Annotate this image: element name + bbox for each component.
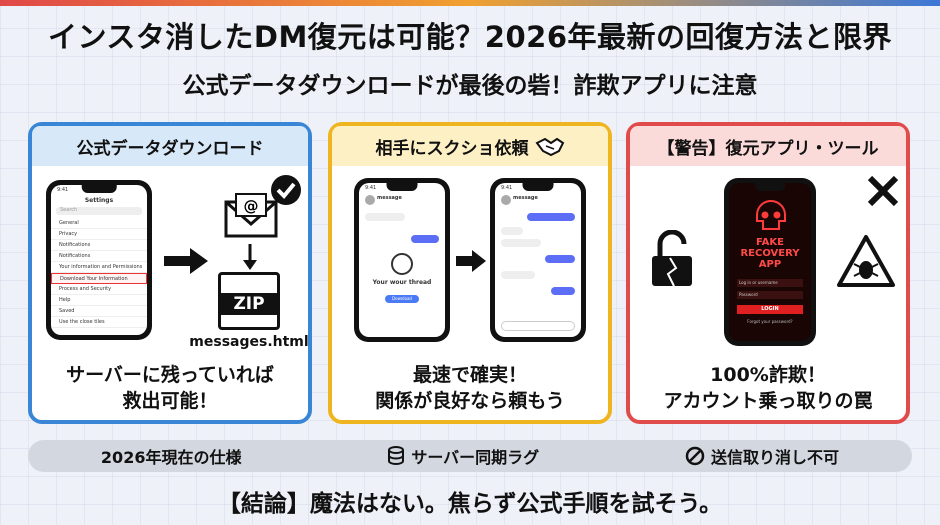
- right-arrow-icon: [456, 250, 486, 272]
- phone-time: 9:41: [365, 185, 377, 191]
- zip-file-icon: ZIP: [218, 272, 280, 330]
- zip-label: ZIP: [221, 293, 277, 315]
- message-bubble: [551, 287, 575, 295]
- down-arrow-icon: [243, 244, 257, 270]
- card-caption: 最速で確実！ 関係が良好なら頼もう: [332, 362, 608, 414]
- prohibited-icon: [685, 446, 705, 466]
- phone-time: 9:41: [501, 185, 513, 191]
- skull-icon: [756, 199, 786, 230]
- conclusion-text: 【結論】魔法はない。焦らず公式手順を試そう。: [217, 491, 723, 517]
- info-item-label: 送信取り消し不可: [711, 448, 840, 467]
- caption-line-2: 関係が良好なら頼もう: [375, 390, 565, 412]
- card-heading: 【警告】復元アプリ・ツール: [630, 126, 906, 166]
- caption-line-2: 救出可能！: [122, 390, 218, 412]
- login-button[interactable]: LOGIN: [737, 305, 803, 314]
- username-field[interactable]: Log in or username: [737, 279, 803, 287]
- empty-thread-title: Your wour thread: [372, 279, 432, 286]
- card-screenshot-request: 相手にスクショ依頼 9:41 messagе Your wour thread …: [328, 122, 612, 424]
- card-caption: サーバーに残っていれば 救出可能！: [32, 362, 308, 414]
- phone-settings: 9:41 Settings Search General Privacy Not…: [46, 180, 152, 340]
- settings-row[interactable]: Saved: [51, 306, 147, 317]
- phone-screen: 9:41 Settings Search General Privacy Not…: [51, 185, 147, 335]
- phone-chat-thread: 9:41 messagе: [490, 178, 586, 342]
- settings-row[interactable]: Privacy: [51, 229, 147, 240]
- message-bubble: [501, 227, 523, 235]
- settings-row[interactable]: Help: [51, 295, 147, 306]
- card-official-download: 公式データダウンロード 9:41 Settings Search General…: [28, 122, 312, 424]
- settings-search[interactable]: Search: [56, 207, 142, 215]
- info-item-sync-lag: サーバー同期ラグ: [387, 444, 539, 468]
- download-button[interactable]: Download: [385, 295, 419, 303]
- settings-row-download-highlight[interactable]: Download Your Information: [51, 273, 147, 284]
- email-envelope-icon: @: [224, 193, 278, 238]
- chat-username: messagе: [513, 195, 538, 201]
- top-accent-bar: [0, 0, 940, 6]
- file-name: messages.html: [189, 334, 309, 350]
- card-caption: 100%詐欺！ アカウント乗っ取りの罠: [630, 362, 906, 414]
- phone-notch: [81, 185, 117, 193]
- info-bar: 2026年現在の仕様 サーバー同期ラグ 送信取り消し不可: [28, 440, 912, 472]
- caption-line-1: サーバーに残っていれば: [66, 364, 274, 386]
- avatar: [365, 195, 375, 205]
- handshake-icon: [534, 137, 564, 157]
- forgot-password-link[interactable]: Forgot your password?: [747, 319, 793, 324]
- card-warning-apps: 【警告】復元アプリ・ツール FAKE RECOVERY APP Log in o…: [626, 122, 910, 424]
- phone-time: 9:41: [57, 187, 69, 193]
- page-title: インスタ消したDM復元は可能？2026年最新の回復方法と限界: [47, 20, 893, 54]
- broken-lock-icon: [652, 230, 692, 287]
- right-arrow-icon: [164, 248, 208, 274]
- phone-fake-app: FAKE RECOVERY APP Log in or username Pas…: [724, 178, 816, 346]
- message-bubble: [527, 213, 575, 221]
- chat-username: messagе: [377, 195, 402, 201]
- avatar: [501, 195, 511, 205]
- phone-screen: FAKE RECOVERY APP Log in or username Pas…: [729, 183, 811, 341]
- settings-header: Settings: [84, 197, 114, 204]
- instagram-icon: [391, 253, 413, 275]
- settings-row[interactable]: Notifications: [51, 251, 147, 262]
- card-heading: 相手にスクショ依頼: [332, 126, 608, 166]
- svg-text:@: @: [244, 197, 259, 215]
- caption-line-1: 最速で確実！: [412, 364, 527, 386]
- info-item-spec: 2026年現在の仕様: [101, 444, 242, 468]
- warning-bug-icon: [837, 235, 895, 287]
- page-subtitle: 公式データダウンロードが最後の砦！詐欺アプリに注意: [182, 73, 758, 99]
- card-heading: 公式データダウンロード: [32, 126, 308, 166]
- database-icon: [388, 446, 405, 465]
- info-item-label: 2026年現在の仕様: [100, 448, 242, 467]
- close-x-icon: [867, 175, 899, 207]
- phone-notch: [386, 183, 418, 191]
- settings-row[interactable]: Your information and Permissions: [51, 262, 147, 273]
- fake-app-title-line-3: APP: [758, 259, 782, 270]
- settings-row[interactable]: General: [51, 218, 147, 229]
- info-item-label: サーバー同期ラグ: [411, 448, 540, 467]
- phone-empty-thread: 9:41 messagе Your wour thread Download: [354, 178, 450, 342]
- check-circle-icon: [271, 175, 301, 205]
- fake-app-title: FAKE RECOVERY APP: [729, 237, 811, 270]
- settings-row[interactable]: Notifications: [51, 240, 147, 251]
- message-bubble: [545, 255, 575, 263]
- info-item-unsend: 送信取り消し不可: [685, 444, 839, 468]
- phone-screen: 9:41 messagе: [495, 183, 581, 337]
- phone-notch: [755, 183, 785, 191]
- message-input[interactable]: [501, 321, 575, 331]
- phone-screen: 9:41 messagе Your wour thread Download: [359, 183, 445, 337]
- message-bubble: [501, 239, 541, 247]
- caption-line-2: アカウント乗っ取りの罠: [663, 390, 873, 412]
- phone-notch: [522, 183, 554, 191]
- message-bubble: [365, 213, 405, 221]
- message-bubble: [501, 271, 535, 279]
- fake-app-title-line-1: FAKE: [755, 237, 784, 248]
- card-heading-text: 相手にスクショ依頼: [375, 138, 529, 159]
- settings-row[interactable]: Process and Security: [51, 284, 147, 295]
- fake-app-title-line-2: RECOVERY: [740, 248, 800, 259]
- message-bubble: [411, 235, 439, 243]
- settings-row[interactable]: Use the close tiles: [51, 317, 147, 328]
- password-field[interactable]: Password: [737, 291, 803, 299]
- caption-line-1: 100%詐欺！: [710, 364, 826, 386]
